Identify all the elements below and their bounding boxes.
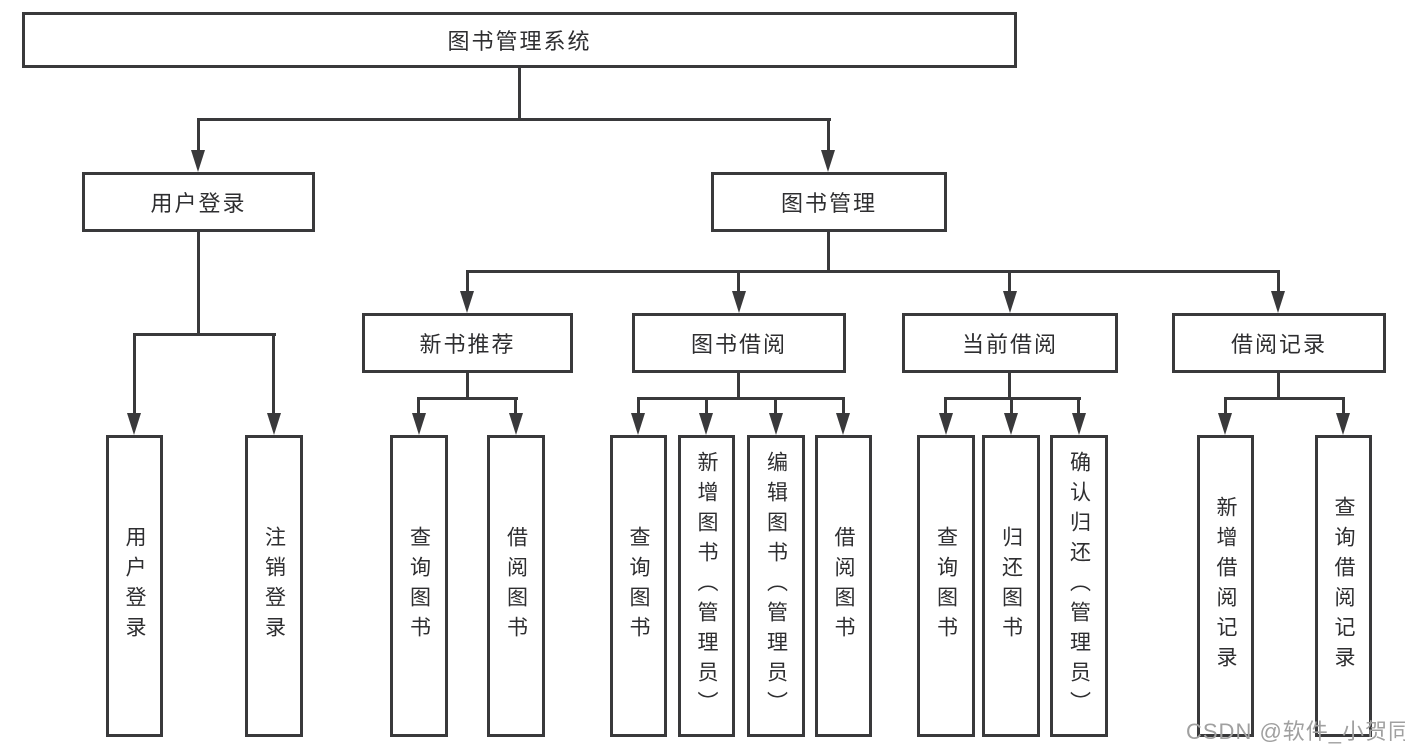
connector-drop <box>272 333 275 415</box>
leaf-edit-books-admin: 编辑图书（管理员） <box>747 435 805 737</box>
node-label: 归还图书 <box>999 526 1023 646</box>
connector-drop <box>1342 397 1345 417</box>
arrow-down-icon <box>631 413 645 435</box>
arrow-down-icon <box>267 413 281 435</box>
connector-drop <box>1224 397 1227 417</box>
connector-rail <box>1224 397 1345 400</box>
leaf-user-login: 用户登录 <box>106 435 163 737</box>
leaf-add-borrow-record: 新增借阅记录 <box>1197 435 1254 737</box>
node-library-system: 图书管理系统 <box>22 12 1017 68</box>
arrow-down-icon <box>1271 291 1285 313</box>
node-label: 新书推荐 <box>419 332 516 357</box>
connector-stem <box>737 373 740 399</box>
leaf-query-borrow-record: 查询借阅记录 <box>1315 435 1372 737</box>
connector-stem <box>518 68 521 120</box>
node-label: 图书管理系统 <box>447 29 592 54</box>
arrow-down-icon <box>836 413 850 435</box>
connector-drop <box>466 270 469 295</box>
connector-rail <box>197 118 831 121</box>
connector-rail <box>133 333 276 336</box>
arrow-down-icon <box>191 150 205 172</box>
connector-drop <box>514 397 517 417</box>
node-label: 图书管理 <box>780 191 877 216</box>
leaf-borrow-books-2: 借阅图书 <box>815 435 872 737</box>
node-label: 借阅记录 <box>1230 332 1327 357</box>
node-current-borrowing: 当前借阅 <box>902 313 1118 373</box>
arrow-down-icon <box>1004 413 1018 435</box>
arrow-down-icon <box>1218 413 1232 435</box>
connector-drop <box>1077 397 1080 417</box>
arrow-down-icon <box>732 291 746 313</box>
node-label: 借阅图书 <box>832 526 855 646</box>
node-label: 用户登录 <box>150 191 247 216</box>
node-label: 用户登录 <box>123 526 146 646</box>
arrow-down-icon <box>127 413 141 435</box>
connector-drop <box>197 118 200 154</box>
arrow-down-icon <box>1072 413 1086 435</box>
node-label: 查询图书 <box>627 526 650 646</box>
connector-drop <box>637 397 640 417</box>
leaf-add-books-admin: 新增图书（管理员） <box>678 435 735 737</box>
connector-drop <box>705 397 708 417</box>
node-label: 查询图书 <box>934 526 958 646</box>
arrow-down-icon <box>509 413 523 435</box>
node-borrowing-records: 借阅记录 <box>1172 313 1386 373</box>
node-label: 查询图书 <box>407 526 431 646</box>
connector-rail <box>466 270 1280 273</box>
connector-rail <box>417 397 518 400</box>
leaf-query-books-1: 查询图书 <box>390 435 448 737</box>
leaf-query-books-3: 查询图书 <box>917 435 975 737</box>
node-book-management: 图书管理 <box>711 172 947 232</box>
node-label: 新增借阅记录 <box>1214 496 1237 676</box>
node-label: 图书借阅 <box>690 332 787 357</box>
leaf-logout: 注销登录 <box>245 435 303 737</box>
connector-rail <box>637 397 845 400</box>
connector-drop <box>827 118 830 154</box>
node-label: 编辑图书（管理员） <box>764 451 788 721</box>
connector-drop <box>842 397 845 417</box>
leaf-confirm-return-admin: 确认归还（管理员） <box>1050 435 1108 737</box>
arrow-down-icon <box>460 291 474 313</box>
connector-drop <box>1008 270 1011 295</box>
node-user-login: 用户登录 <box>82 172 315 232</box>
node-new-book-recommendation: 新书推荐 <box>362 313 573 373</box>
leaf-borrow-books-1: 借阅图书 <box>487 435 545 737</box>
node-label: 新增图书（管理员） <box>695 451 718 721</box>
leaf-return-books: 归还图书 <box>982 435 1040 737</box>
arrow-down-icon <box>1336 413 1350 435</box>
connector-drop <box>944 397 947 417</box>
arrow-down-icon <box>412 413 426 435</box>
connector-stem <box>197 232 200 335</box>
connector-drop <box>1277 270 1280 295</box>
connector-drop <box>774 397 777 417</box>
connector-stem <box>1277 373 1280 399</box>
connector-drop <box>1010 397 1013 417</box>
arrow-down-icon <box>699 413 713 435</box>
leaf-query-books-2: 查询图书 <box>610 435 667 737</box>
csdn-watermark: CSDN @软件_小贺同学 <box>1186 719 1405 744</box>
node-label: 注销登录 <box>262 526 286 646</box>
arrow-down-icon <box>821 150 835 172</box>
node-book-borrowing: 图书借阅 <box>632 313 846 373</box>
node-label: 当前借阅 <box>961 332 1058 357</box>
node-label: 确认归还（管理员） <box>1067 451 1091 721</box>
arrow-down-icon <box>769 413 783 435</box>
connector-stem <box>466 373 469 399</box>
connector-drop <box>133 333 136 415</box>
arrow-down-icon <box>939 413 953 435</box>
arrow-down-icon <box>1003 291 1017 313</box>
connector-drop <box>737 270 740 295</box>
connector-stem <box>827 232 830 272</box>
node-label: 借阅图书 <box>504 526 528 646</box>
node-label: 查询借阅记录 <box>1332 496 1355 676</box>
connector-stem <box>1008 373 1011 399</box>
connector-drop <box>417 397 420 417</box>
